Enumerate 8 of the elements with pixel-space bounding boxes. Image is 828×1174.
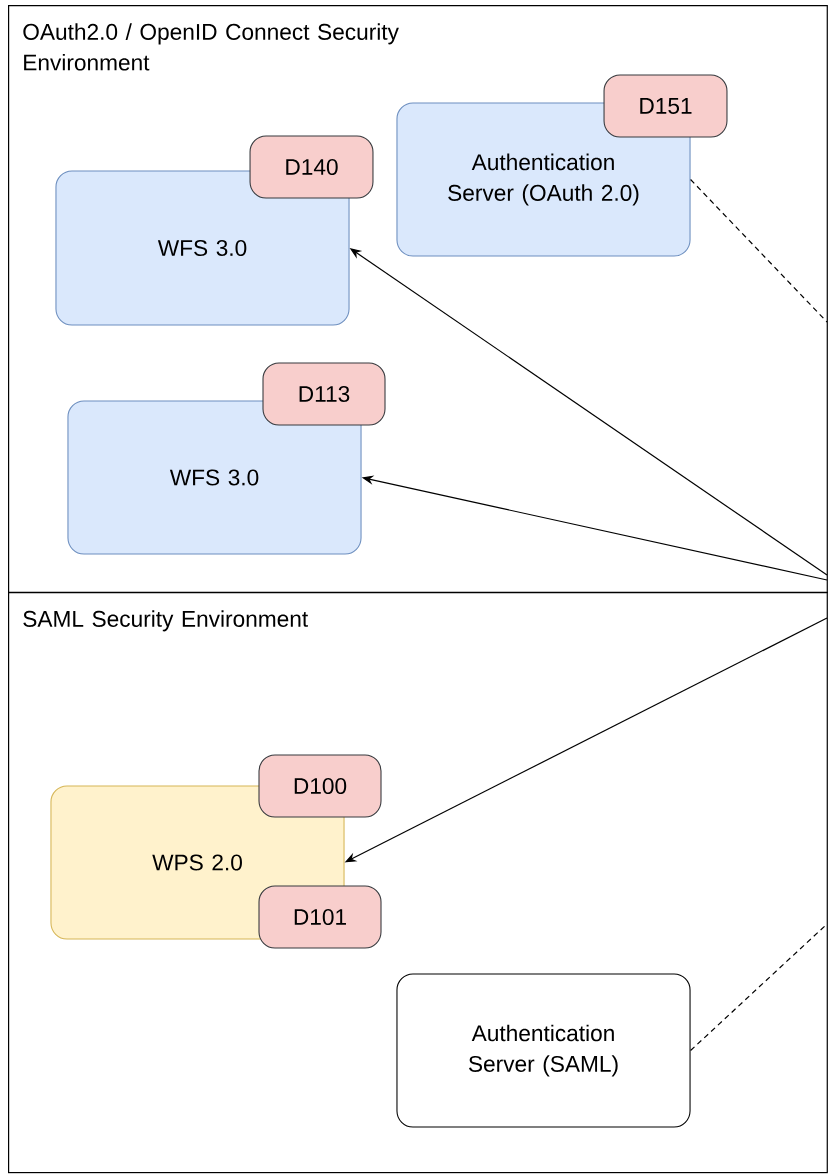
dashed-line <box>689 923 828 1052</box>
id-badge: D140 <box>249 135 374 199</box>
id-badge: D100 <box>258 754 382 818</box>
id-badge: D101 <box>258 885 382 949</box>
id-badge: D113 <box>262 362 386 426</box>
service-box: Authentication Server (SAML) <box>396 973 691 1128</box>
id-badge: D151 <box>603 74 728 138</box>
dashed-line <box>689 178 828 323</box>
